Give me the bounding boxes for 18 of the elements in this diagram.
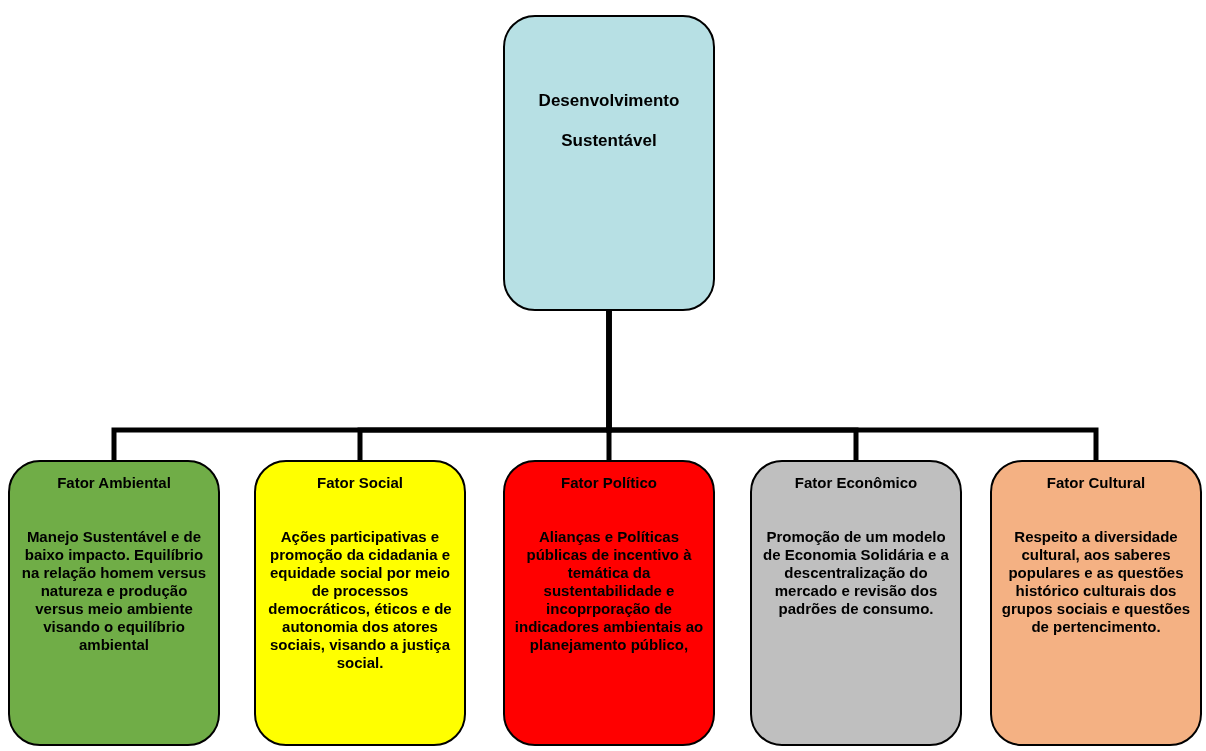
factor-heading: Fator Político — [561, 474, 657, 492]
factor-heading: Fator Social — [317, 474, 403, 492]
factor-description: Promoção de um modelo de Economia Solidária e a descentralização do mercado e revisão dos padrões de consumo. — [762, 528, 950, 618]
factor-heading: Fator Econômico — [794, 474, 918, 492]
title-text: Desenvolvimento Sustentável — [537, 90, 681, 152]
factor-box — [503, 460, 715, 746]
factor-box — [8, 460, 220, 746]
connector-line — [606, 311, 1099, 460]
factor-description: Ações participativas e promoção da cidadania e equidade social por meio de processos democráticos, éticos e de autonomia dos atores sociais, visando a justiça social. — [267, 528, 453, 672]
factor-heading: Fator Ambiental — [57, 474, 171, 492]
factor-box — [750, 460, 962, 746]
root-box — [503, 15, 715, 311]
factor-description: Alianças e Políticas públicas de incentivo à temática da sustentabilidade e incoprporação de indicadores ambientais ao planejamento público, — [513, 528, 705, 654]
factor-box — [254, 460, 466, 746]
factor-heading: Fator Cultural — [1046, 474, 1146, 492]
factor-description: Manejo Sustentável e de baixo impacto. Equilíbrio na relação homem versus natureza e produção versus meio ambiente visando o equilíbrio ambiental — [20, 528, 208, 654]
factor-description: Respeito a diversidade cultural, aos saberes populares e as questões histórico culturais dos grupos sociais e questões de pertencimento. — [1000, 528, 1192, 636]
factor-box — [990, 460, 1202, 746]
